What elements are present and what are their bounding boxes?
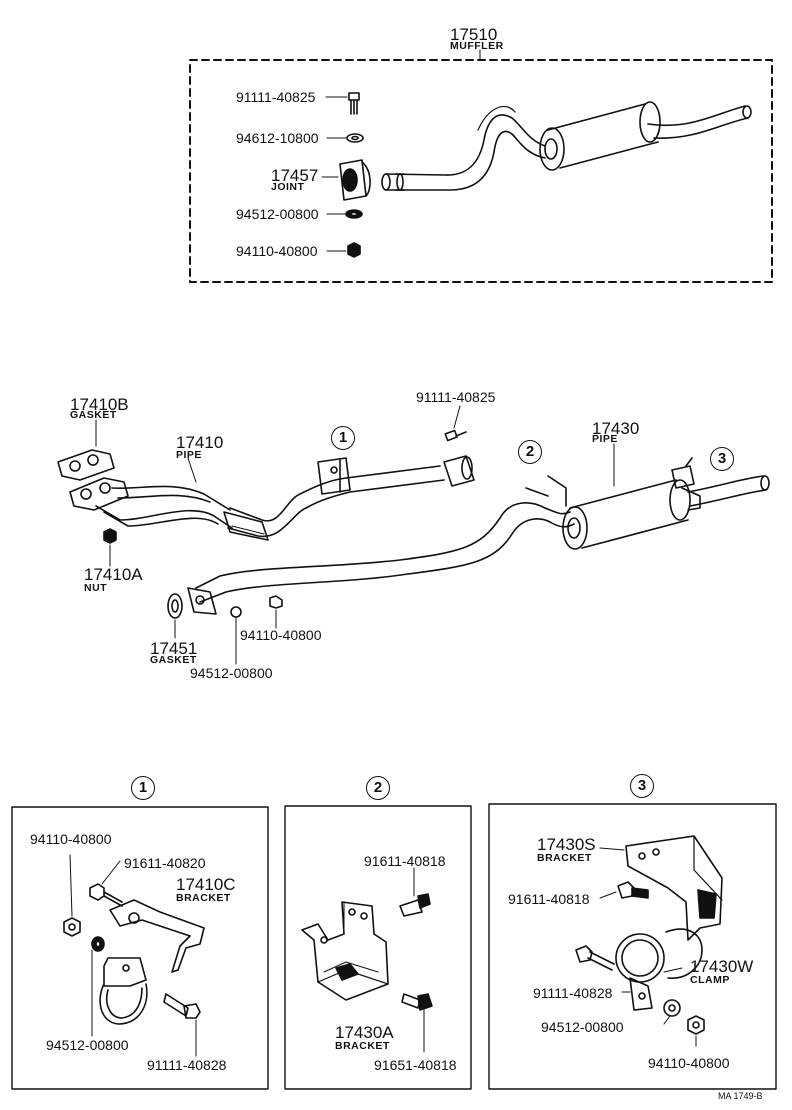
- d3-bolt-number: 91611-40818: [508, 891, 590, 907]
- d1-bolt2-number: 91111-40828: [147, 1057, 227, 1073]
- joint-number: 17457: [271, 166, 319, 185]
- detail-3-label: 3: [630, 774, 654, 798]
- d3-clamp-number: 17430W: [690, 957, 754, 976]
- detail-1-drawing: [63, 854, 205, 1057]
- d1-washer-number: 94512-00800: [46, 1037, 129, 1053]
- d3-nut-number: 94110-40800: [648, 1055, 730, 1071]
- d3-clamp-name: CLAMP: [690, 974, 730, 986]
- d3-washer-number: 94512-00800: [541, 1019, 624, 1035]
- main-leader-lines: [174, 405, 615, 665]
- nut-center-number: 94110-40800: [240, 627, 322, 643]
- gasket-17410b-name: GASKET: [70, 409, 117, 421]
- muffler-group-box: [189, 49, 773, 283]
- rear-exhaust-pipe-drawing: [103, 457, 770, 619]
- gasket-17451-name: GASKET: [150, 654, 197, 666]
- nut-17410a-name: NUT: [84, 582, 108, 594]
- muffler-washer2-number: 94512-00800: [236, 206, 319, 222]
- d1-bracket-name: BRACKET: [176, 892, 231, 904]
- muffler-small-parts: [321, 92, 371, 258]
- detail-2-drawing: [301, 867, 433, 1053]
- muffler-nut-number: 94110-40800: [236, 243, 318, 259]
- d1-bracket-number: 17410C: [176, 875, 236, 894]
- callout-3: 3: [710, 447, 734, 471]
- callout-2: 2: [518, 440, 542, 464]
- muffler-assembly-drawing: [381, 101, 752, 191]
- joint-name: JOINT: [271, 181, 305, 193]
- pipe-17410-number: 17410: [176, 433, 224, 452]
- d2-bracket-name: BRACKET: [335, 1040, 390, 1052]
- muffler-washer-number: 94612-10800: [236, 130, 319, 146]
- footer-code: MA 1749-B: [718, 1091, 763, 1101]
- d3-bracket-name: BRACKET: [537, 852, 592, 864]
- detail-3-drawing: [575, 835, 723, 1047]
- d2-bolt-number: 91611-40818: [364, 853, 446, 869]
- detail-box-frames: [11, 803, 777, 1090]
- pipe-17430-name: PIPE: [592, 433, 618, 445]
- d3-bolt2-number: 91111-40828: [533, 985, 613, 1001]
- detail-2-label: 2: [366, 776, 390, 800]
- callout-1: 1: [331, 426, 355, 450]
- front-exhaust-pipe-drawing: [57, 419, 475, 541]
- pipe-17410-name: PIPE: [176, 449, 202, 461]
- pipe-17430-number: 17430: [592, 419, 640, 438]
- detail-1-label: 1: [131, 776, 155, 800]
- gasket-17410b-number: 17410B: [70, 395, 129, 414]
- muffler-number: 17510: [450, 25, 498, 44]
- washer-center-number: 94512-00800: [190, 665, 273, 681]
- nut-17410a-number: 17410A: [84, 565, 143, 584]
- bolt-top-number: 91111-40825: [416, 389, 496, 405]
- d1-bolt-number: 91611-40820: [124, 855, 206, 871]
- muffler-name: MUFFLER: [450, 40, 504, 52]
- d2-bracket-number: 17430A: [335, 1023, 394, 1042]
- d3-bracket-number: 17430S: [537, 835, 596, 854]
- gasket-17451-number: 17451: [150, 639, 198, 658]
- muffler-bolt-number: 91111-40825: [236, 89, 316, 105]
- d1-nut-number: 94110-40800: [30, 831, 112, 847]
- d2-bolt2-number: 91651-40818: [374, 1057, 457, 1073]
